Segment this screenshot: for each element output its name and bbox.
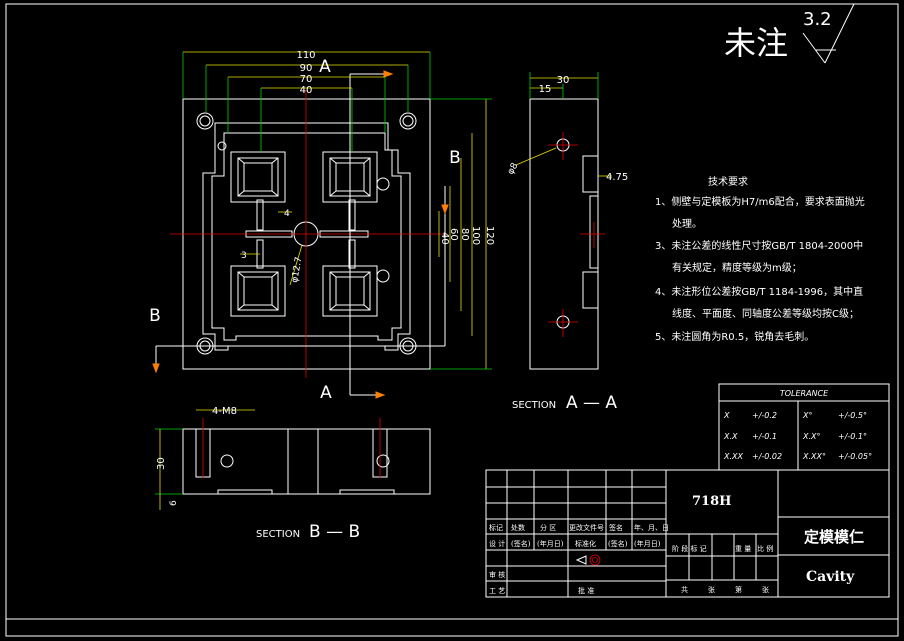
dim-r-120: 120 (484, 226, 495, 245)
dim-70: 70 (300, 74, 313, 85)
tech-req-line-4: 有关规定，精度等级为m级； (672, 261, 802, 274)
tb-sheets-2: 张 (708, 585, 715, 594)
dim-phi127: φ12.7 (290, 256, 304, 283)
dim-bb-6: 6 (169, 500, 179, 506)
tb-design-1: 设 计 (489, 539, 505, 548)
drawing-frame (5, 3, 899, 637)
surface-note: 未注 (724, 24, 788, 62)
material: 718H (692, 494, 731, 509)
tb-design-5: (签名) (608, 539, 628, 548)
dim-r-60: 60 (448, 228, 459, 241)
dim-4: 4 (284, 209, 290, 219)
tb-process: 工 艺 (489, 587, 505, 595)
tb-sheets-1: 共 (681, 585, 688, 594)
cut-line-b (152, 186, 449, 374)
tech-req-line-3: 3、未注公差的线性尺寸按GB/T 1804-2000中 (655, 239, 863, 252)
dim-3: 3 (241, 251, 247, 261)
tol-r3-c1: X.XX (723, 452, 744, 461)
tb-sheets-4: 张 (762, 585, 769, 594)
tech-req-line-5: 4、未注形位公差按GB/T 1184-1996，其中直 (655, 285, 863, 298)
section-aa-title: SECTION (512, 400, 556, 411)
tb-weight: 重 量 (735, 545, 751, 553)
tech-req-line-1: 1、侧壁与定模板为H7/m6配合，要求表面抛光 (655, 195, 865, 208)
dim-110: 110 (296, 50, 315, 61)
tb-design-4: 标准化 (575, 539, 596, 548)
tol-r2-c4: +/-0.1° (838, 432, 867, 441)
tb-label-4: 更改文件号 (569, 523, 604, 532)
projection-symbol (575, 554, 601, 566)
section-bb-label: B — B (309, 522, 360, 542)
dim-40: 40 (300, 85, 313, 96)
dim-r-80: 80 (459, 228, 470, 241)
tb-scale: 比 例 (757, 544, 773, 553)
top-view (170, 90, 445, 378)
label-b-right: B (449, 148, 461, 168)
tb-stage: 阶 段 标 记 (672, 544, 707, 553)
tol-r3-c3: X.XX° (802, 452, 826, 461)
tb-sheets-3: 第 (735, 585, 742, 594)
tol-r2-c3: X.X° (802, 432, 821, 441)
tb-label-2: 处数 (511, 523, 525, 532)
tb-review: 审 核 (489, 570, 505, 579)
label-a-top: A (319, 57, 331, 77)
tol-r2-c2: +/-0.1 (752, 432, 777, 441)
part-name: 定模模仁 (804, 528, 864, 546)
tb-design-3: (年月日) (537, 539, 564, 548)
dim-bb-30: 30 (156, 457, 167, 470)
tb-design-2: (签名) (511, 539, 531, 548)
tb-label-5: 签名 (609, 523, 623, 532)
part-name-en: Cavity (806, 569, 855, 585)
dim-r-100: 100 (470, 226, 481, 245)
tb-label-3: 分 区 (540, 523, 556, 532)
tol-r3-c4: +/-0.05° (838, 452, 872, 461)
dim-aa-30: 30 (557, 75, 570, 86)
cut-line-a (349, 70, 394, 399)
tb-design-6: (年月日) (634, 539, 661, 548)
tech-req-line-2: 处理。 (672, 218, 702, 230)
tech-req-line-7: 5、未注圆角为R0.5，锐角去毛刺。 (655, 330, 814, 343)
dim-aa-15: 15 (539, 84, 552, 95)
dim-r-40: 40 (439, 232, 450, 245)
right-dimensions (430, 98, 492, 370)
section-aa-view (515, 72, 612, 370)
tol-r1-c3: X° (802, 411, 812, 420)
top-dimensions (182, 51, 431, 152)
tb-label-1: 标记 (489, 523, 503, 532)
dim-bb-m8: 4-M8 (212, 406, 237, 417)
tol-r1-c1: X (723, 411, 730, 420)
label-b-left: B (149, 306, 161, 326)
tolerance-header: TOLERANCE (780, 389, 829, 398)
tb-label-6: 年、月、日 (634, 523, 669, 532)
roughness-symbol (802, 3, 855, 64)
label-a-bottom: A (320, 383, 332, 403)
section-bb-view (155, 409, 431, 510)
dim-aa-475: 4.75 (606, 172, 628, 183)
dim-90: 90 (300, 63, 313, 74)
tol-r1-c4: +/-0.5° (838, 411, 867, 420)
tol-r1-c2: +/-0.2 (752, 411, 777, 420)
tech-req-line-6: 线度、平面度、同轴度公差等级均按C级； (672, 307, 859, 320)
tech-req-heading: 技术要求 (708, 175, 748, 188)
section-bb-title: SECTION (256, 529, 300, 540)
tol-r3-c2: +/-0.02 (752, 452, 782, 461)
roughness-value: 3.2 (803, 9, 832, 30)
dim-aa-phi8: φ8 (506, 161, 521, 176)
tol-r2-c1: X.X (723, 432, 738, 441)
section-aa-label: A — A (566, 393, 617, 413)
title-block (485, 469, 890, 598)
tb-approve: 批 准 (578, 586, 594, 595)
